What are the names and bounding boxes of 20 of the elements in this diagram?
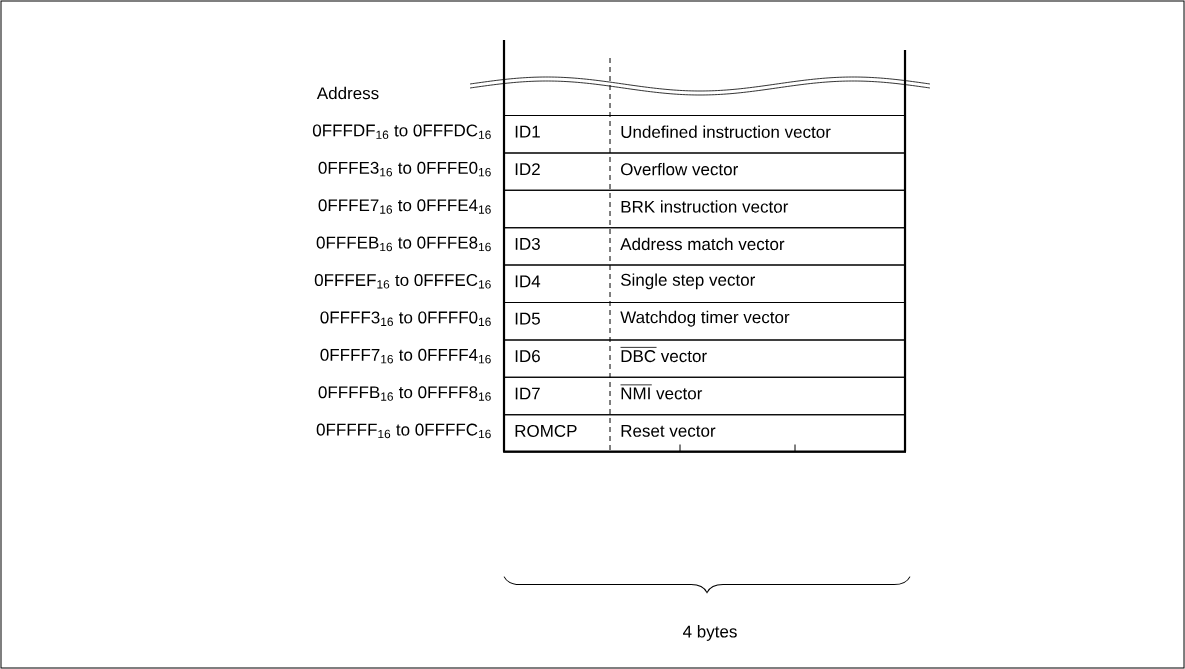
memory-row: ID5 Watchdog timer vector: [504, 302, 906, 341]
address-label: 0FFFF7$_{16}$ to 0FFFF4$_{16}$: [320, 348, 491, 364]
address-label: 0FFFE7$_{16}$ to 0FFFE4$_{16}$: [318, 199, 491, 214]
memory-row: ROMCP Reset vector: [504, 414, 906, 453]
memory-row: ID3 Address match vector: [504, 227, 906, 266]
address-label: 0FFFFF$_{16}$ to 0FFFFC$_{16}$: [316, 423, 491, 439]
memory-row: ID6 DBC vector: [504, 339, 906, 378]
address-label: 0FFFFB$_{16}$ to 0FFFF8$_{16}$: [318, 386, 491, 401]
memory-row: ID2 Overflow vector: [504, 152, 906, 191]
memory-row: ID7 NMI vector: [504, 376, 906, 416]
size-label: 4 bytes: [683, 625, 737, 641]
memory-row: BRK instruction vector: [504, 189, 906, 229]
address-label: 0FFFEB$_{16}$ to 0FFFE8$_{16}$: [316, 236, 491, 252]
address-label: 0FFFEF$_{16}$ to 0FFFEC$_{16}$: [314, 274, 491, 289]
address-label: 0FFFDF$_{16}$ to 0FFFDC$_{16}$: [312, 124, 491, 139]
address-label: 0FFFF3$_{16}$ to 0FFFF0$_{16}$: [320, 311, 491, 326]
address-label: 0FFFE3$_{16}$ to 0FFFE0$_{16}$: [318, 161, 491, 177]
memory-row: ID1 Undefined instruction vector: [504, 115, 906, 154]
memory-row: ID4 Single step vector: [504, 264, 906, 303]
address-heading: Address: [316, 86, 379, 100]
